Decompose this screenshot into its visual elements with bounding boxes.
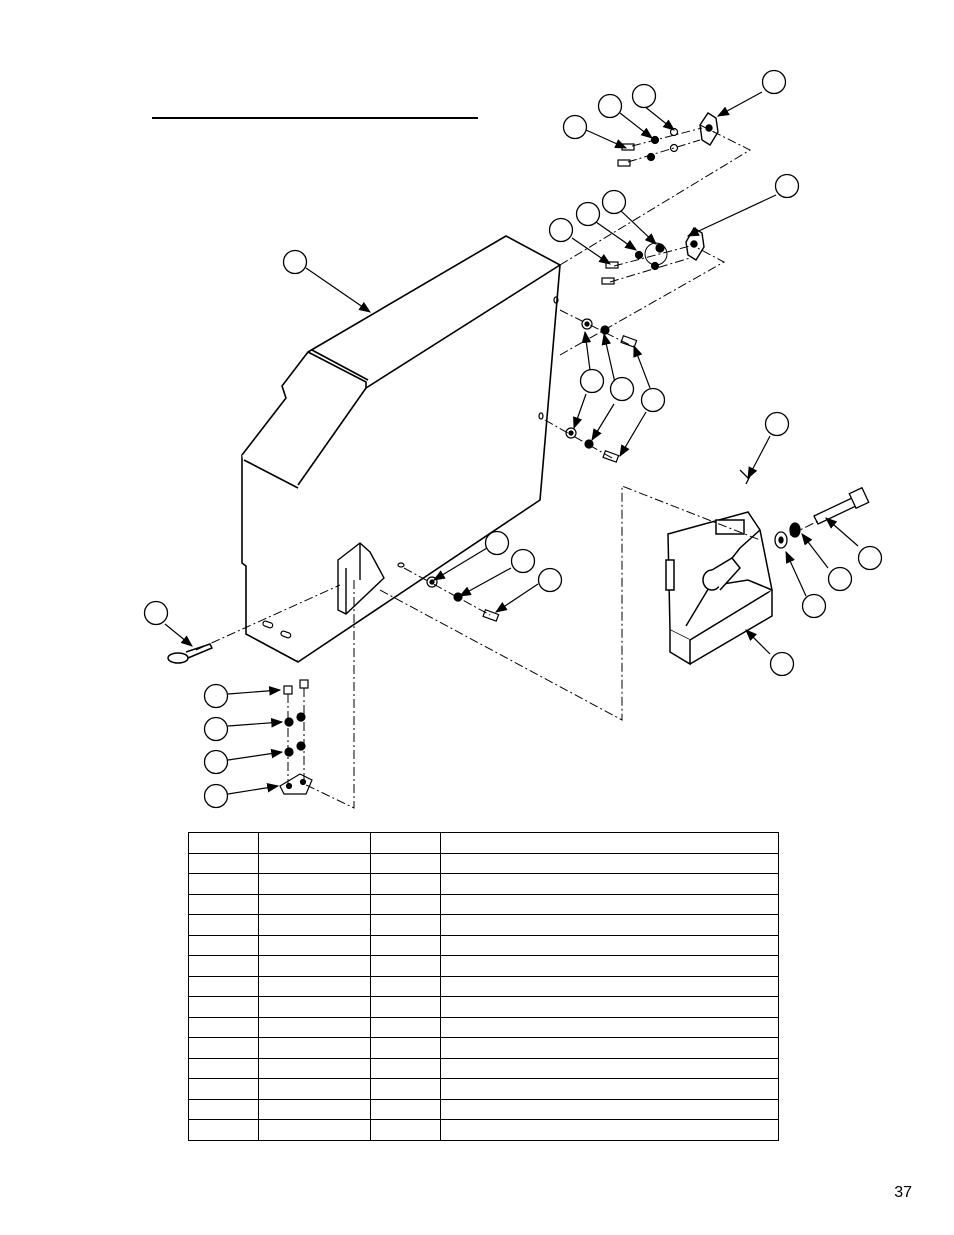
table-cell-item bbox=[188, 832, 259, 854]
page-number: 37 bbox=[894, 1184, 912, 1201]
table-row bbox=[188, 873, 779, 895]
table-row bbox=[188, 832, 779, 854]
table-cell-part-number bbox=[258, 873, 371, 895]
hitch-pin bbox=[167, 643, 214, 664]
hardware-lower-left bbox=[279, 679, 313, 795]
table-cell-part-number bbox=[258, 934, 371, 956]
table-cell-description bbox=[440, 1057, 779, 1079]
table-cell-item bbox=[188, 996, 259, 1018]
table-row bbox=[188, 1119, 779, 1141]
table-cell-item bbox=[188, 873, 259, 895]
table-cell-description bbox=[440, 1037, 779, 1059]
guard-panel bbox=[241, 235, 561, 663]
table-cell-item bbox=[188, 1078, 259, 1100]
table-cell-quantity bbox=[370, 1016, 441, 1038]
table-cell-quantity bbox=[370, 893, 441, 915]
table-cell-part-number bbox=[258, 1078, 371, 1100]
table-cell-description bbox=[440, 1098, 779, 1120]
table-cell-quantity bbox=[370, 1098, 441, 1120]
table-cell-item bbox=[188, 975, 259, 997]
table-cell-part-number bbox=[258, 996, 371, 1018]
alignment-lines bbox=[195, 124, 821, 809]
table-cell-description bbox=[440, 852, 779, 874]
table-cell-description bbox=[440, 934, 779, 956]
table-cell-description bbox=[440, 1016, 779, 1038]
table-cell-part-number bbox=[258, 955, 371, 977]
table-cell-part-number bbox=[258, 914, 371, 936]
table-row bbox=[188, 975, 779, 997]
table-cell-part-number bbox=[258, 1016, 371, 1038]
table-row bbox=[188, 1016, 779, 1038]
table-row bbox=[188, 1078, 779, 1100]
parts-list-body bbox=[188, 832, 779, 1141]
table-cell-description bbox=[440, 893, 779, 915]
table-cell-item bbox=[188, 1098, 259, 1120]
table-cell-description bbox=[440, 975, 779, 997]
table-row bbox=[188, 893, 779, 915]
table-row bbox=[188, 934, 779, 956]
table-cell-description bbox=[440, 955, 779, 977]
table-cell-quantity bbox=[370, 934, 441, 956]
table-cell-description bbox=[440, 1078, 779, 1100]
panel-slots bbox=[262, 296, 559, 639]
table-cell-item bbox=[188, 1016, 259, 1038]
table-row bbox=[188, 914, 779, 936]
callout-balloons bbox=[143, 69, 883, 809]
table-row bbox=[188, 1098, 779, 1120]
parts-list-table bbox=[188, 832, 779, 1141]
table-cell-description bbox=[440, 914, 779, 936]
table-cell-part-number bbox=[258, 1119, 371, 1141]
table-cell-part-number bbox=[258, 975, 371, 997]
table-cell-description bbox=[440, 873, 779, 895]
table-cell-description bbox=[440, 832, 779, 854]
table-cell-quantity bbox=[370, 1078, 441, 1100]
table-cell-part-number bbox=[258, 852, 371, 874]
table-cell-item bbox=[188, 955, 259, 977]
table-cell-part-number bbox=[258, 832, 371, 854]
table-cell-item bbox=[188, 914, 259, 936]
table-cell-item bbox=[188, 1057, 259, 1079]
table-cell-quantity bbox=[370, 1057, 441, 1079]
table-cell-item bbox=[188, 934, 259, 956]
table-cell-quantity bbox=[370, 914, 441, 936]
table-cell-item bbox=[188, 1119, 259, 1141]
table-cell-item bbox=[188, 1037, 259, 1059]
table-cell-part-number bbox=[258, 1037, 371, 1059]
table-cell-quantity bbox=[370, 1037, 441, 1059]
table-cell-quantity bbox=[370, 996, 441, 1018]
table-row bbox=[188, 996, 779, 1018]
title-underline bbox=[152, 117, 478, 119]
table-cell-description bbox=[440, 996, 779, 1018]
table-cell-item bbox=[188, 893, 259, 915]
table-row bbox=[188, 1057, 779, 1079]
table-cell-item bbox=[188, 852, 259, 874]
table-cell-description bbox=[440, 1119, 779, 1141]
table-row bbox=[188, 1037, 779, 1059]
table-cell-quantity bbox=[370, 955, 441, 977]
exploded-parts-diagram bbox=[143, 69, 883, 809]
table-cell-quantity bbox=[370, 832, 441, 854]
table-cell-part-number bbox=[258, 893, 371, 915]
table-cell-part-number bbox=[258, 1098, 371, 1120]
table-cell-quantity bbox=[370, 852, 441, 874]
panel-lower-bracket bbox=[337, 542, 385, 615]
table-cell-quantity bbox=[370, 1119, 441, 1141]
table-cell-part-number bbox=[258, 1057, 371, 1079]
table-cell-quantity bbox=[370, 975, 441, 997]
callout-leaders bbox=[164, 91, 859, 795]
hitch-assembly bbox=[665, 511, 773, 666]
table-row bbox=[188, 852, 779, 874]
table-row bbox=[188, 955, 779, 977]
table-cell-quantity bbox=[370, 873, 441, 895]
